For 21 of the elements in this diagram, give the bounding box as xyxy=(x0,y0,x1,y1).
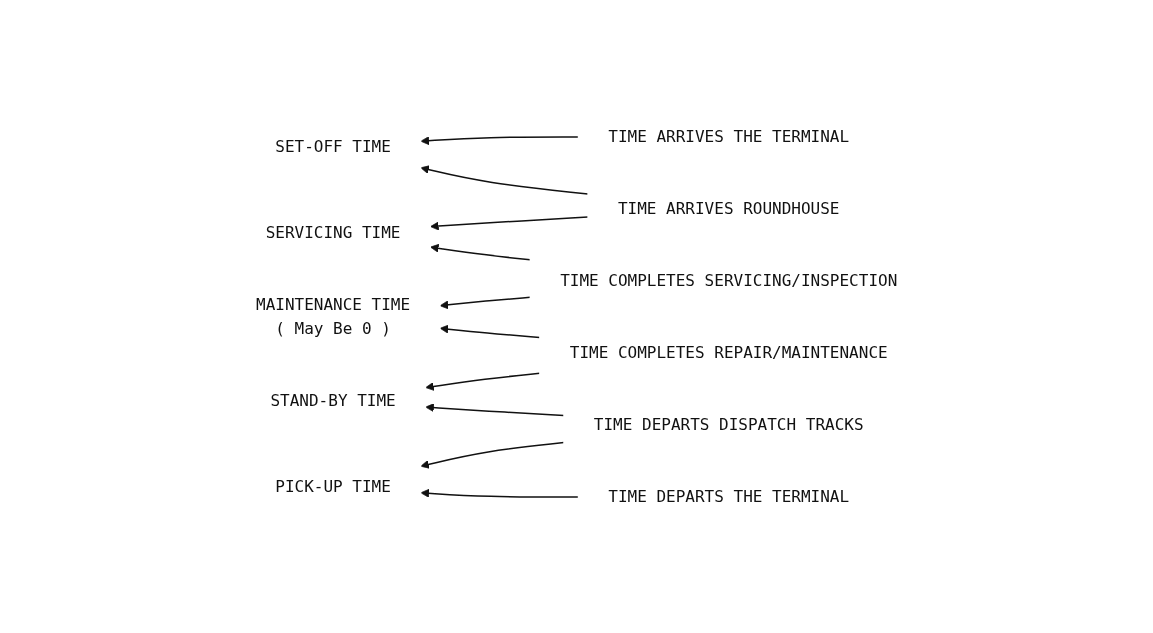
arrow xyxy=(425,402,565,416)
node-text: PICK-UP TIME xyxy=(275,476,391,496)
arrow xyxy=(420,164,589,195)
node-text: MAINTENANCE TIME ( May Be 0 ) xyxy=(255,294,410,338)
node-text: TIME COMPLETES SERVICING/INSPECTION xyxy=(559,270,898,290)
node-text: TIME ARRIVES ROUNDHOUSE xyxy=(617,198,840,218)
node-text: TIME COMPLETES REPAIR/MAINTENANCE xyxy=(569,342,888,362)
arrow xyxy=(439,324,541,338)
node-text: SET-OFF TIME xyxy=(275,136,391,156)
node-text: STAND-BY TIME xyxy=(270,390,396,410)
node-text: SERVICING TIME xyxy=(265,222,401,242)
node-text: TIME ARRIVES THE TERMINAL xyxy=(608,126,849,146)
arrow xyxy=(420,441,565,469)
arrow xyxy=(439,296,531,309)
arrow xyxy=(420,488,579,498)
arrow xyxy=(425,371,541,391)
arrow xyxy=(429,215,589,230)
arrow xyxy=(429,243,531,261)
node-text: TIME DEPARTS DISPATCH TRACKS xyxy=(593,414,864,434)
arrow xyxy=(420,135,579,145)
node-text: TIME DEPARTS THE TERMINAL xyxy=(608,486,849,506)
